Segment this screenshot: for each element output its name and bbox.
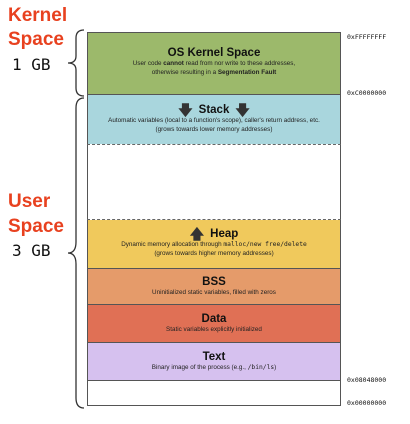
kernel-space-label-line1: Kernel [8,5,68,26]
user-brace-icon [67,97,85,409]
stack-segment-title: 🡇 Stack 🡇 [178,102,250,118]
user-space-size: 3 GB [12,241,51,260]
memory-bottom-border [87,405,341,406]
kernel-space-label-line2: Space [8,29,64,50]
kernel-segment-title: OS Kernel Space [167,47,261,59]
address-kernel-boundary: 0xC0000000 [347,89,387,97]
user-space-label-line1: User [8,191,51,212]
kernel-boundary-line [87,94,341,95]
arrow-down-icon: 🡇 [235,102,250,118]
arrow-down-icon: 🡇 [178,102,193,118]
data-segment-title: Data [201,313,227,325]
text-segment: Text Binary image of the process (e.g., … [87,343,341,380]
bss-segment-description: Uninitialized static variables, filled w… [152,289,276,296]
bss-segment: BSS Uninitialized static variables, fill… [87,269,341,304]
stack-dashed-boundary [87,144,341,145]
stack-segment-description: Automatic variables (local to a function… [108,117,320,133]
text-segment-description: Binary image of the process (e.g., /bin/… [151,364,277,371]
data-text-line [87,342,341,343]
bss-segment-title: BSS [202,276,226,288]
kernel-segment-description: User code cannot read from nor write to … [132,60,296,76]
heap-bss-line [87,268,341,269]
data-segment-description: Static variables explicitly initialized [166,326,262,333]
free-memory-area [87,145,341,219]
data-segment: Data Static variables explicitly initial… [87,305,341,342]
reserved-low-area [87,381,341,405]
address-bottom: 0x00000000 [347,399,387,407]
stack-segment: 🡇 Stack 🡇 Automatic variables (local to … [87,95,341,144]
text-segment-title: Text [202,351,226,363]
address-text-start: 0x08048000 [347,376,387,384]
kernel-space-size: 1 GB [12,55,51,74]
kernel-brace-icon [67,29,85,97]
user-space-label-line2: Space [8,216,64,237]
kernel-segment: OS Kernel Space User code cannot read fr… [87,33,341,94]
bss-data-line [87,304,341,305]
heap-segment-title: 🡅 Heap [189,226,239,242]
heap-segment: 🡅 Heap Dynamic memory allocation through… [87,220,341,268]
memory-top-border [87,32,341,33]
arrow-up-icon: 🡅 [189,226,205,242]
heap-dashed-boundary [87,219,341,220]
text-start-line [87,380,341,381]
address-top: 0xFFFFFFFF [347,33,387,41]
heap-segment-description: Dynamic memory allocation through malloc… [121,241,307,257]
